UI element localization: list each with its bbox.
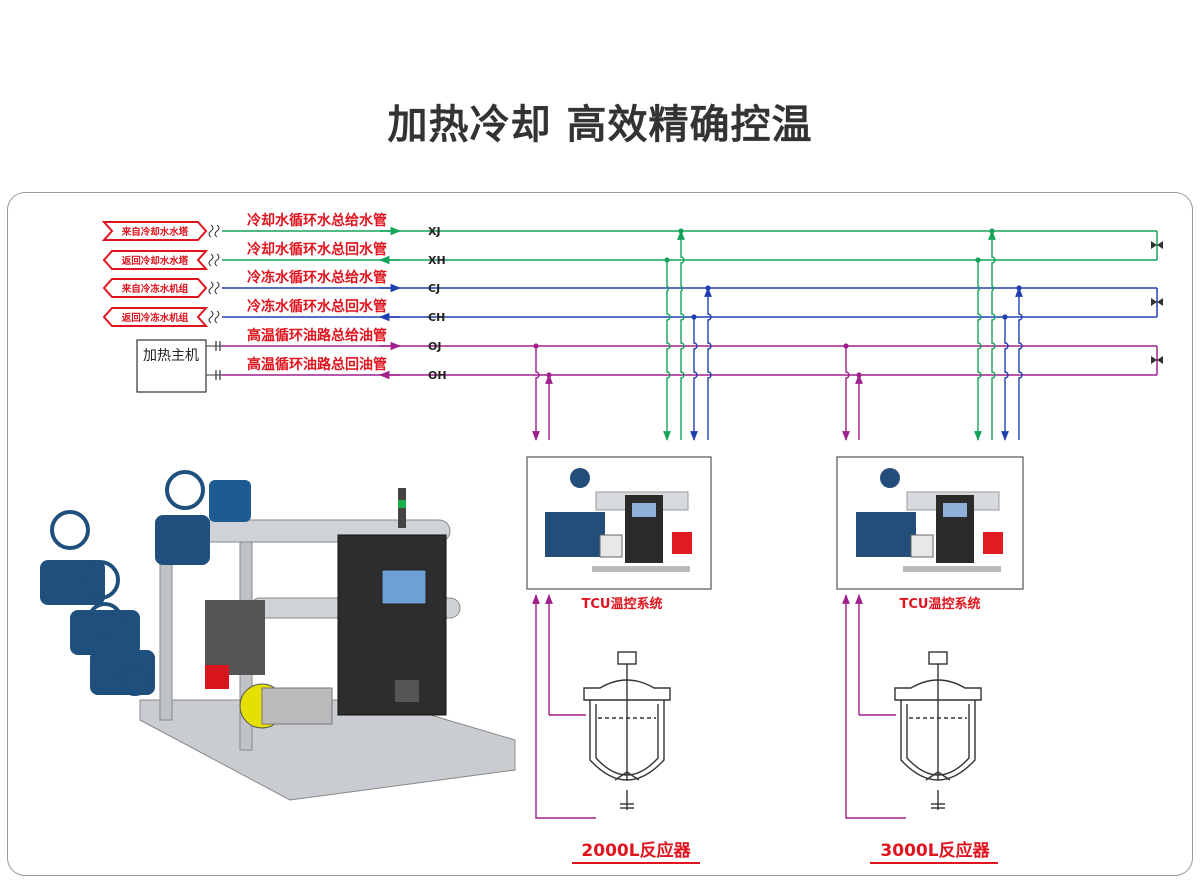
pipe-code: OH	[428, 369, 447, 382]
source-banner: 来自冷冻水机组	[102, 278, 208, 298]
tcu-unit	[526, 456, 712, 590]
reactor-label: 3000L反应器	[880, 840, 990, 861]
junction-dots	[533, 228, 1022, 378]
pipe-code: XH	[428, 254, 446, 267]
pipe-label: 高温循环油路总给油管	[247, 327, 387, 344]
source-label: 返回冷却水水塔	[122, 255, 189, 267]
pipe-label: 冷冻水循环水总给水管	[247, 269, 387, 286]
pipe-label: 高温循环油路总回油管	[247, 356, 387, 373]
page-title: 加热冷却 高效精确控温	[387, 102, 813, 148]
pipe-code: XJ	[428, 225, 441, 238]
pipe-code: CH	[428, 311, 445, 324]
source-label: 返回冷冻水机组	[122, 312, 189, 324]
pipe-label: 冷冻水循环水总回水管	[247, 298, 387, 315]
source-label: 来自冷冻水机组	[121, 283, 189, 295]
pipe-code: OJ	[428, 340, 441, 353]
pipe-label: 冷却水循环水总给水管	[247, 212, 387, 229]
heating-cooling-skid-illustration	[40, 470, 516, 801]
heater-box: 加热主机	[136, 339, 222, 393]
pipe-label: 冷却水循环水总回水管	[247, 241, 387, 258]
source-banner: 来自冷却水水塔	[101, 221, 208, 241]
tcu-unit	[836, 456, 1024, 590]
pipe-labels: 冷却水循环水总给水管 冷却水循环水总回水管 冷冻水循环水总给水管 冷冻水循环水总…	[247, 212, 447, 382]
reactor-vessel	[894, 651, 982, 810]
pipe-break-icon	[208, 224, 220, 324]
source-banner: 返回冷冻水机组	[102, 307, 209, 327]
tcu-label: TCU温控系统	[582, 596, 663, 612]
reactor-label: 2000L反应器	[581, 840, 691, 861]
tcu-label: TCU温控系统	[900, 596, 981, 612]
source-label: 来自冷却水水塔	[121, 226, 189, 238]
heater-label: 加热主机	[143, 348, 199, 364]
source-banner: 返回冷却水水塔	[102, 250, 209, 270]
pipe-code: CJ	[428, 282, 440, 295]
end-valve-icon	[1151, 241, 1163, 364]
reactor-vessel	[583, 651, 671, 810]
